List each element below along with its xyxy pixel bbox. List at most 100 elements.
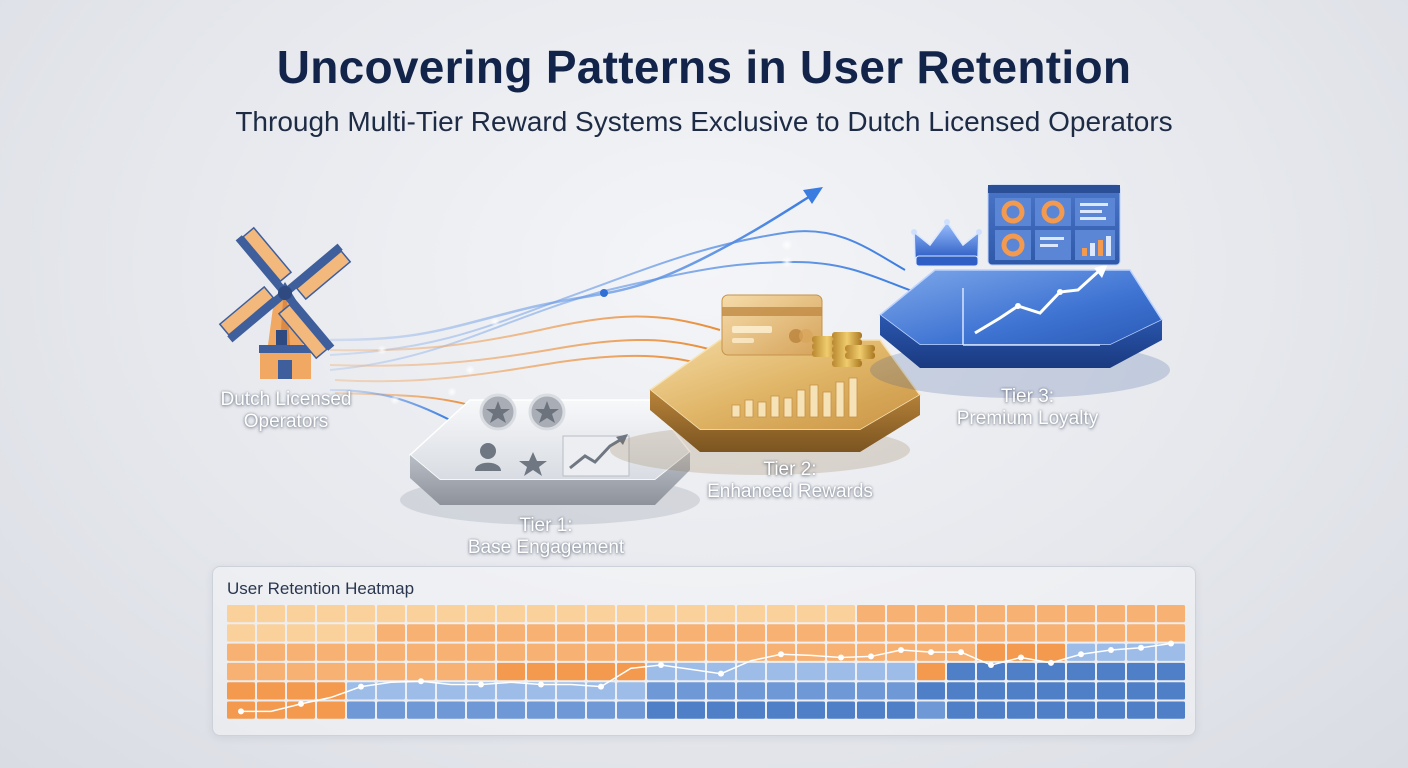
heatmap-cell: [677, 605, 705, 623]
heatmap-cell: [977, 605, 1005, 623]
heatmap-cell: [587, 662, 615, 681]
heatmap-cell: [407, 605, 435, 623]
heatmap-cell: [407, 701, 435, 719]
operators-label: Dutch Licensed Operators: [200, 389, 372, 433]
heatmap-cell: [1097, 682, 1125, 700]
heatmap-cell: [1067, 662, 1095, 681]
heatmap-cell: [317, 662, 345, 681]
tier3-label-line2: Premium Loyalty: [956, 408, 1099, 429]
growth-line-icon: [962, 264, 1108, 346]
flow-glow-dot: [781, 239, 793, 251]
heatmap-cell: [1067, 701, 1095, 719]
flow-glow-dot: [390, 395, 400, 405]
heatmap-cell: [287, 605, 315, 623]
operators-label-line1: Dutch Licensed: [220, 389, 352, 410]
trend-point: [658, 662, 664, 669]
heatmap-cell: [257, 662, 285, 681]
trend-chart-icon: [562, 434, 630, 477]
flow-line-blue-2: [329, 230, 906, 356]
heatmap-cell: [1157, 643, 1185, 661]
heatmap-cell: [827, 605, 855, 623]
tier3-platform: [870, 184, 1170, 398]
flow-line-orange-3: [334, 354, 706, 383]
flow-line-orange-2: [329, 338, 713, 367]
trend-point: [1018, 654, 1024, 661]
trend-point: [898, 646, 904, 653]
trend-point: [958, 649, 964, 656]
heatmap-cell: [407, 643, 435, 661]
heatmap-cell: [977, 662, 1005, 681]
heatmap-cell: [1127, 605, 1155, 623]
flow-glow-dot: [465, 365, 475, 375]
trend-point: [718, 670, 724, 677]
flow-lines: [329, 187, 916, 421]
heatmap-cell: [1157, 605, 1185, 623]
heatmap-cell: [1127, 624, 1155, 642]
bar-chart-icon: [731, 377, 858, 418]
heatmap-cell: [287, 662, 315, 681]
heatmap-cell: [857, 682, 885, 700]
heatmap-cell: [257, 701, 285, 719]
heatmap-cell: [467, 662, 495, 681]
heatmap-cell: [647, 624, 675, 642]
heatmap-cell: [1157, 682, 1185, 700]
flow-glow-dot: [781, 256, 793, 268]
star-icon: [519, 452, 547, 476]
trend-point: [928, 649, 934, 656]
heatmap-cell: [467, 682, 495, 700]
heatmap-cell: [767, 682, 795, 700]
heatmap-cell: [767, 662, 795, 681]
heatmap-cell: [887, 605, 915, 623]
heatmap-cell: [1007, 682, 1035, 700]
heatmap-cell: [737, 662, 765, 681]
heatmap-cell: [437, 701, 465, 719]
heatmap-cell: [317, 605, 345, 623]
heatmap-cell: [857, 605, 885, 623]
heatmap-cell: [437, 643, 465, 661]
page-subtitle: Through Multi-Tier Reward Systems Exclus…: [235, 106, 1173, 137]
flow-node-dot: [600, 289, 608, 297]
heatmap-cell: [677, 643, 705, 661]
heatmap-cell: [497, 682, 525, 700]
heatmap-cell: [1127, 662, 1155, 681]
heatmap-cell: [767, 624, 795, 642]
heatmap-cell: [1067, 624, 1095, 642]
heatmap-cell: [497, 701, 525, 719]
tier1-platform: [400, 393, 700, 525]
heatmap-cell: [1037, 701, 1065, 719]
heatmap-cell: [317, 701, 345, 719]
heatmap-cell: [467, 701, 495, 719]
heatmap-cell: [407, 624, 435, 642]
heatmap-cell: [677, 682, 705, 700]
trend-point: [238, 708, 244, 715]
heatmap-cell: [257, 643, 285, 661]
trend-point: [358, 683, 364, 690]
heatmap-cell: [407, 682, 435, 700]
heatmap-cell: [1007, 605, 1035, 623]
heatmap-cell: [1007, 643, 1035, 661]
heatmap-cell: [827, 624, 855, 642]
heatmap-title: User Retention Heatmap: [227, 579, 415, 598]
heatmap-cell: [977, 701, 1005, 719]
heatmap-cell: [887, 624, 915, 642]
heatmap-cell: [707, 701, 735, 719]
heatmap-cell: [257, 605, 285, 623]
heatmap-cell: [1157, 662, 1185, 681]
trend-point: [598, 683, 604, 690]
heatmap-cell: [797, 682, 825, 700]
heatmap-cell: [587, 643, 615, 661]
heatmap-cell: [437, 682, 465, 700]
heatmap-cell: [527, 682, 555, 700]
heatmap-cell: [527, 701, 555, 719]
heatmap-cell: [617, 643, 645, 661]
heatmap-cell: [377, 605, 405, 623]
heatmap-cell: [1037, 643, 1065, 661]
heatmap-cell: [377, 643, 405, 661]
heatmap-cell: [317, 643, 345, 661]
heatmap-cell: [227, 662, 255, 681]
heatmap-cell: [527, 643, 555, 661]
heatmap-cell: [647, 701, 675, 719]
tier2-platform: [610, 294, 922, 475]
heatmap-cell: [527, 662, 555, 681]
heatmap-cell: [377, 624, 405, 642]
